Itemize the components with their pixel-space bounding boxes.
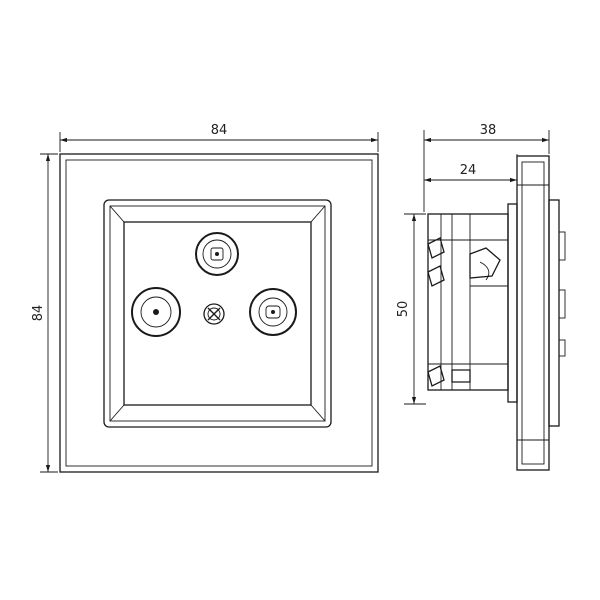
inner-depth-dimension: 24: [424, 154, 518, 183]
sat-connector: [195, 232, 239, 276]
outer-frame: [59, 153, 379, 473]
outer-frame-inner-edge: [65, 159, 373, 467]
side-height-dimension: 50: [396, 213, 426, 405]
center-plate-inner: [109, 205, 326, 422]
side-view: 38 24 50: [396, 123, 566, 471]
mounting-plate: [507, 203, 518, 403]
center-plate: [103, 199, 332, 428]
inner-depth-label: 24: [460, 163, 477, 178]
tv-connector: [131, 287, 181, 337]
depth-label: 38: [480, 123, 497, 138]
height-dimension: 84: [31, 153, 58, 473]
screw-icon: [203, 303, 225, 325]
radio-connector: [249, 288, 297, 336]
depth-dimension: 38: [423, 123, 550, 212]
side-height-label: 50: [396, 301, 411, 318]
width-label: 84: [211, 123, 228, 138]
width-dimension: 84: [59, 123, 379, 152]
socket-face: [123, 221, 312, 406]
side-plate-face: [548, 199, 560, 427]
insert-body: [427, 213, 509, 391]
front-view: 84 84: [31, 123, 379, 473]
height-label: 84: [31, 305, 46, 322]
